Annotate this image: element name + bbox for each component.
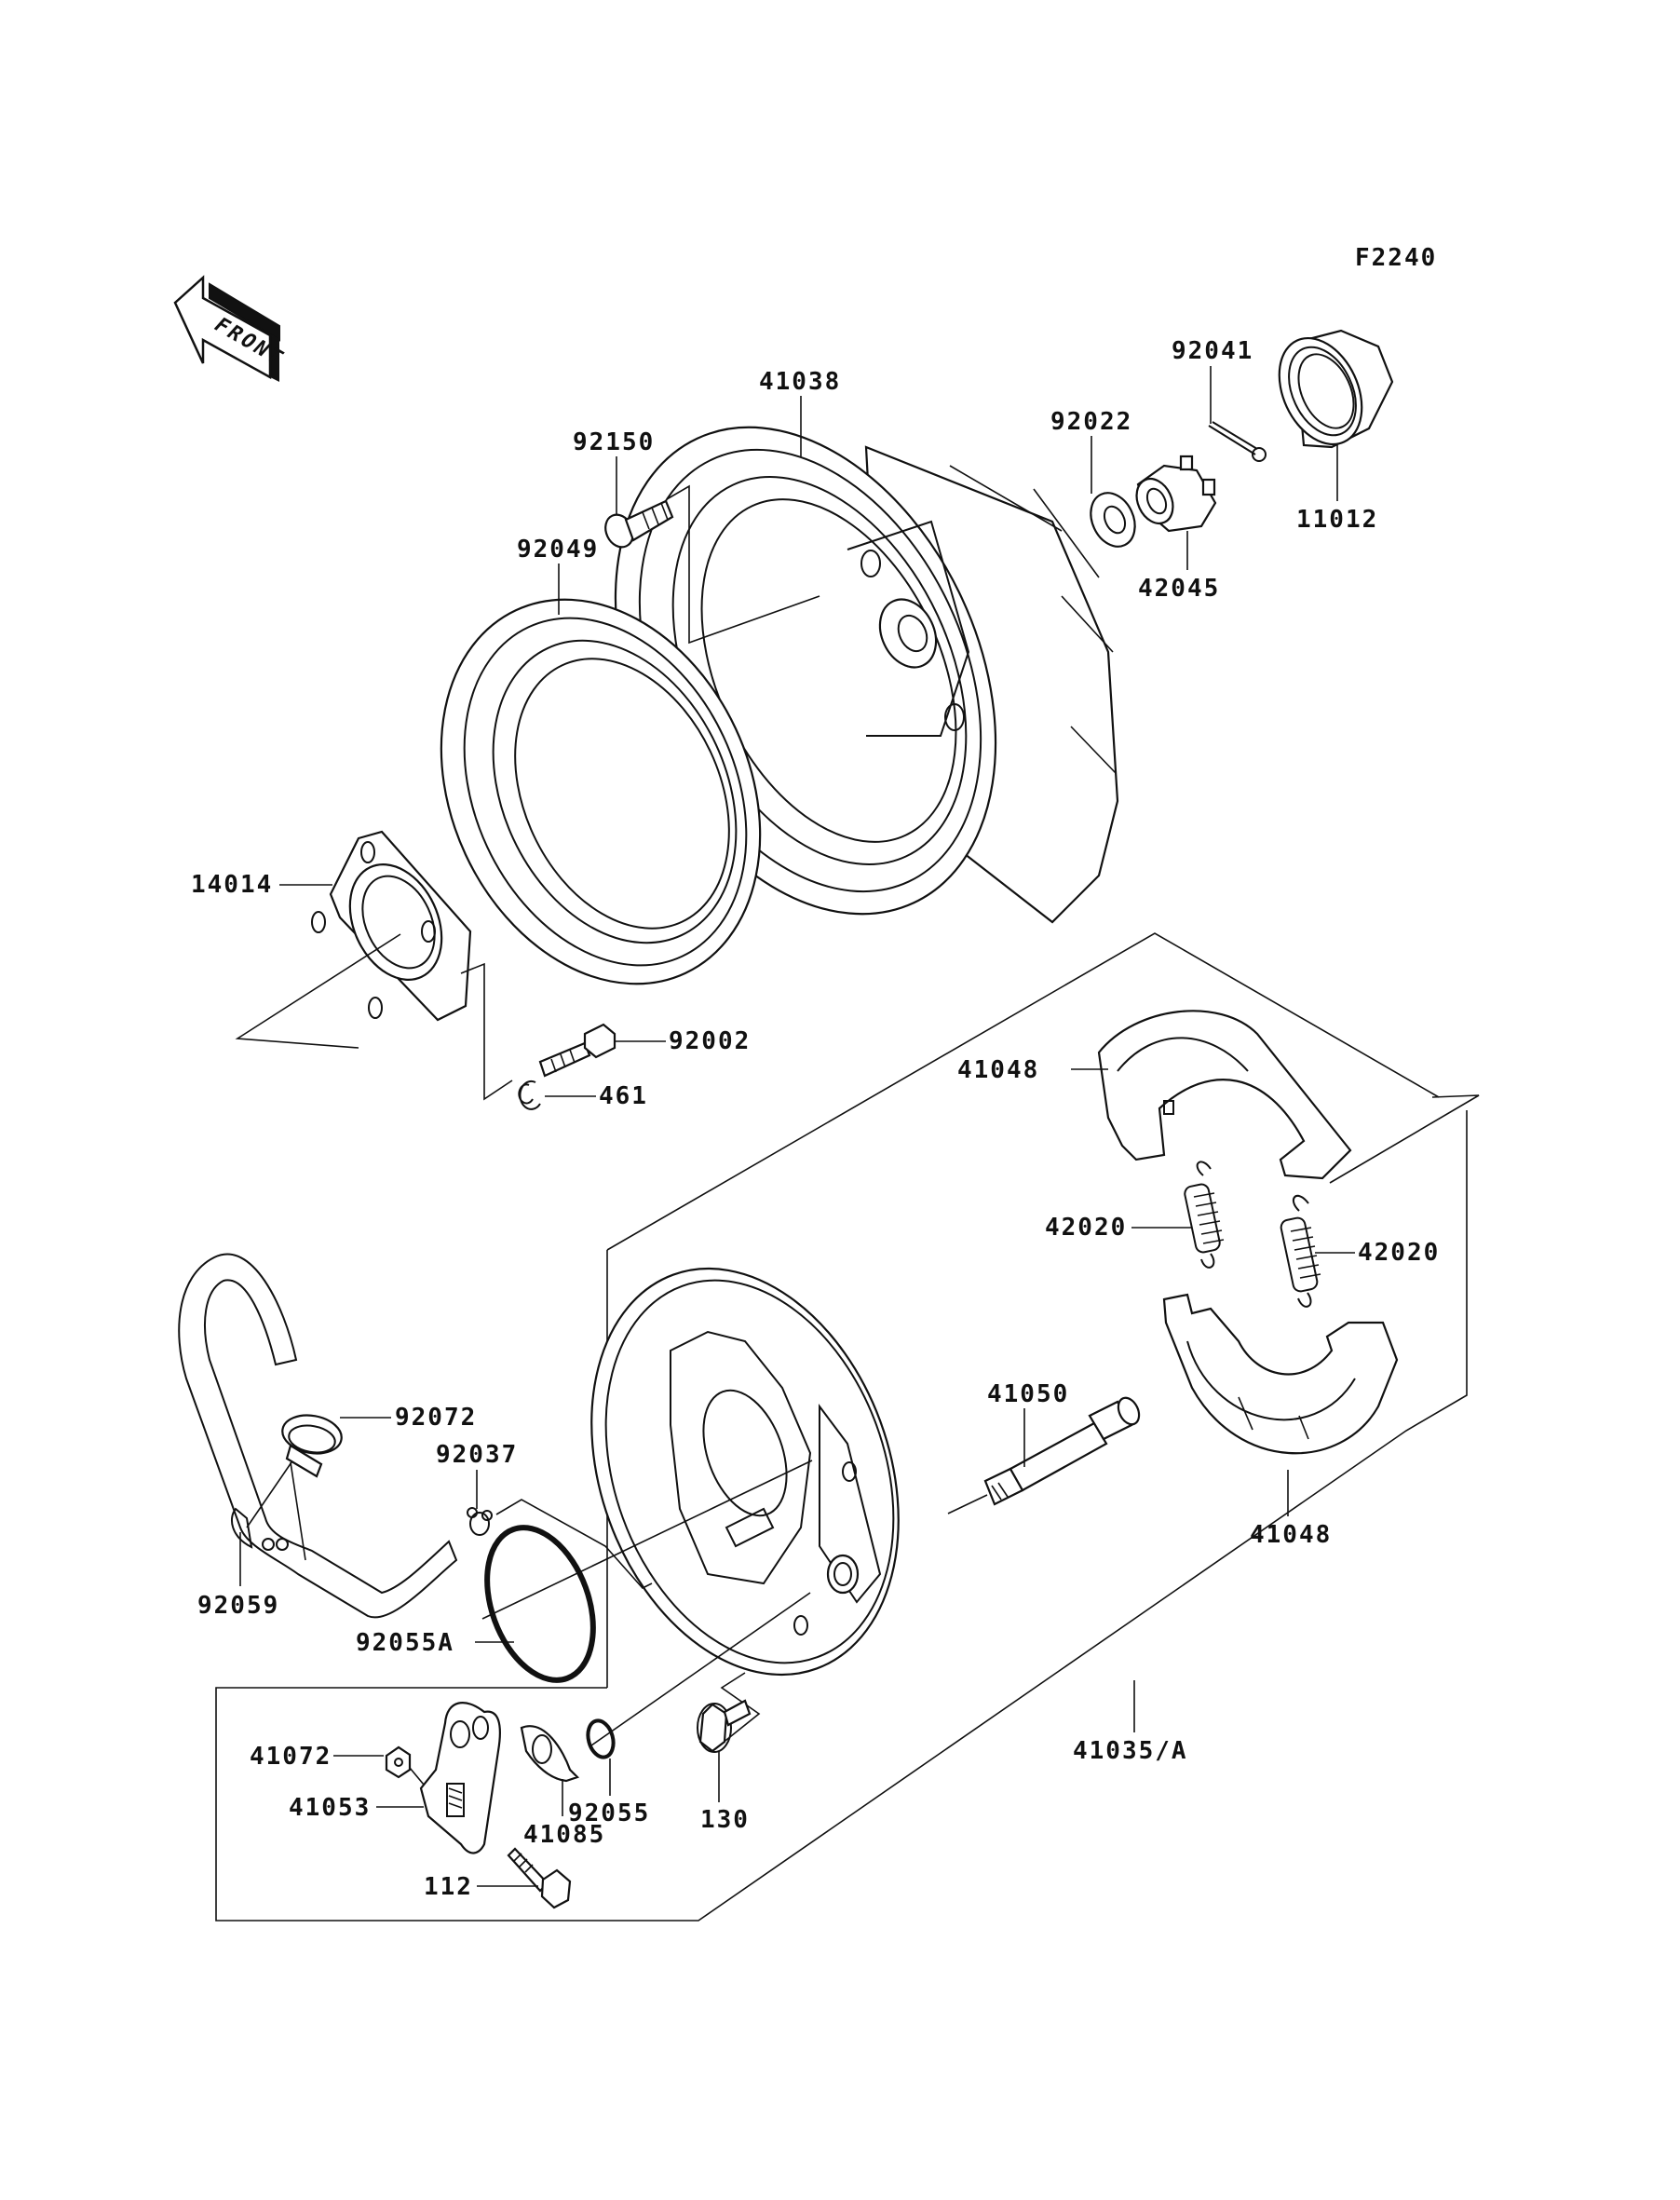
label-42020-right[interactable]: 42020 (1358, 1239, 1440, 1267)
label-92002[interactable]: 92002 (669, 1027, 751, 1055)
bearing-flange-icon (311, 830, 472, 1022)
brake-panel-icon (590, 1267, 900, 1677)
panel-bolt-icon (697, 1699, 752, 1753)
label-41035A[interactable]: 41035/A (1073, 1737, 1188, 1765)
lever-nut-icon (385, 1745, 429, 1791)
wear-indicator-icon (520, 1725, 580, 1783)
label-42020-left[interactable]: 42020 (1045, 1214, 1127, 1242)
brake-shoe-upper-icon (1097, 1010, 1352, 1180)
label-92072[interactable]: 92072 (395, 1404, 477, 1432)
axle-line-3 (481, 1460, 813, 1620)
label-42045[interactable]: 42045 (1138, 575, 1220, 603)
front-arrow-icon: FRONT (173, 275, 291, 382)
assy-box-outline (215, 1110, 1468, 1922)
label-92022[interactable]: 92022 (1050, 408, 1132, 436)
label-92037[interactable]: 92037 (436, 1441, 518, 1469)
leader-92037-path (495, 1499, 653, 1589)
label-130[interactable]: 130 (700, 1806, 750, 1834)
dust-cap-icon (1278, 329, 1394, 449)
label-41038[interactable]: 41038 (759, 368, 841, 396)
label-92049[interactable]: 92049 (517, 536, 599, 564)
label-41048-upper[interactable]: 41048 (957, 1056, 1039, 1084)
spring-left-icon (1184, 1161, 1225, 1269)
washer-icon (1090, 492, 1136, 548)
flange-bolt-icon (538, 1023, 616, 1078)
castle-nut-icon (1135, 455, 1217, 533)
drum-seal-icon (440, 598, 762, 985)
label-41048-lower[interactable]: 41048 (1250, 1521, 1332, 1549)
label-92041[interactable]: 92041 (1172, 337, 1253, 365)
assy-box-corner (1329, 1094, 1480, 1184)
breather-hose-icon (178, 1253, 458, 1619)
axle-line-2 (460, 962, 513, 1101)
spring-right-icon (1280, 1194, 1321, 1308)
axle-line-1 (235, 933, 401, 1049)
label-14014[interactable]: 14014 (191, 871, 273, 899)
cotter-pin-icon (1208, 421, 1267, 462)
drum-bolt-icon (604, 499, 674, 549)
label-461[interactable]: 461 (599, 1082, 648, 1110)
label-41085[interactable]: 41085 (523, 1821, 605, 1849)
brake-shoe-lower-icon (1162, 1293, 1399, 1455)
label-41072[interactable]: 41072 (250, 1743, 332, 1771)
leader-92150-path (666, 484, 820, 645)
label-11012[interactable]: 11012 (1296, 506, 1378, 534)
label-112[interactable]: 112 (424, 1873, 473, 1901)
assy-box-top (606, 932, 1440, 1251)
label-41053[interactable]: 41053 (289, 1794, 371, 1822)
hose-clamp-icon (281, 1414, 343, 1478)
cam-shaft-icon (947, 1396, 1141, 1514)
label-92055A[interactable]: 92055A (356, 1629, 454, 1657)
cam-o-ring-icon (586, 1718, 616, 1759)
leader-130-path (716, 1672, 761, 1748)
lock-washer-icon (518, 1080, 541, 1110)
cam-lever-icon (419, 1702, 501, 1854)
lever-bolt-icon (507, 1847, 572, 1909)
label-41050[interactable]: 41050 (987, 1380, 1069, 1408)
clip-icon (467, 1507, 493, 1536)
leader-cam-oring (590, 1592, 811, 1746)
panel-o-ring-icon (484, 1525, 596, 1683)
figure-code: F2240 (1355, 244, 1437, 272)
label-92150[interactable]: 92150 (573, 428, 655, 456)
label-92059[interactable]: 92059 (197, 1592, 279, 1620)
label-92055[interactable]: 92055 (568, 1799, 650, 1827)
